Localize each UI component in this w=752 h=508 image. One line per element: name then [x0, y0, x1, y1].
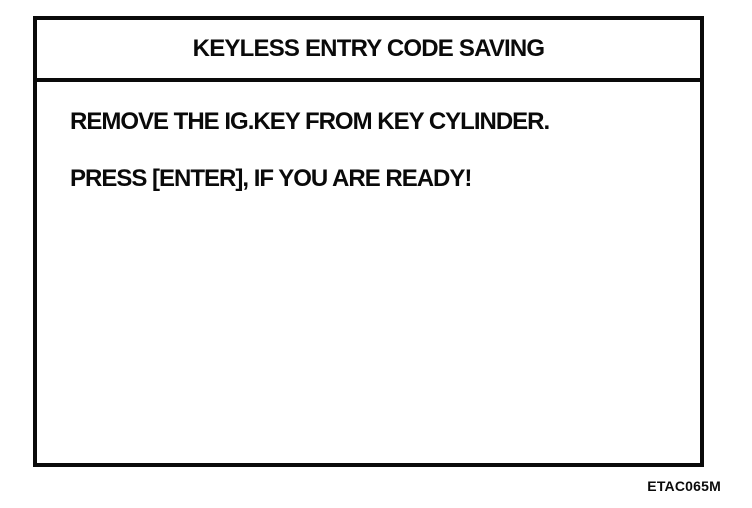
- instruction-line-2: PRESS [ENTER], IF YOU ARE READY!: [70, 165, 472, 192]
- screen-title-bar: KEYLESS ENTRY CODE SAVING: [37, 20, 700, 82]
- instruction-line-1: REMOVE THE IG.KEY FROM KEY CYLINDER.: [70, 108, 550, 135]
- screen-body: REMOVE THE IG.KEY FROM KEY CYLINDER. PRE…: [37, 82, 700, 463]
- scan-tool-screen: KEYLESS ENTRY CODE SAVING REMOVE THE IG.…: [33, 16, 704, 467]
- figure-code-label: ETAC065M: [647, 478, 721, 494]
- screen-title: KEYLESS ENTRY CODE SAVING: [192, 35, 545, 62]
